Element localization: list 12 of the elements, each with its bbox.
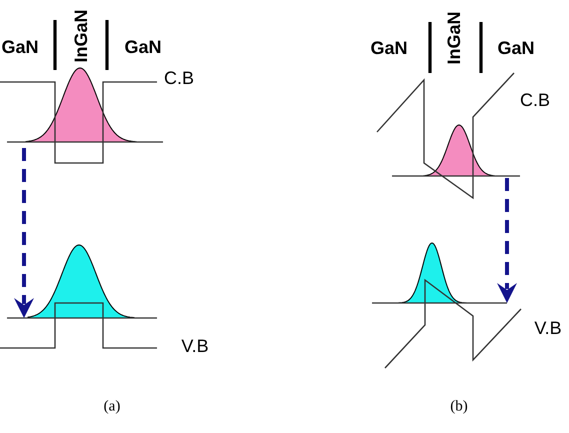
- layer-label: GaN: [370, 39, 408, 57]
- band-label: C.B: [164, 69, 194, 87]
- panel-label: (b): [450, 400, 468, 414]
- layer-label: GaN: [2, 38, 38, 56]
- layer-label: InGaN: [445, 12, 463, 64]
- band-label: C.B: [520, 91, 550, 109]
- band-label: V.B: [181, 337, 209, 355]
- panel-label: (a): [104, 400, 120, 414]
- layer-label: GaN: [124, 38, 162, 56]
- band-label: V.B: [534, 319, 562, 337]
- layer-label: GaN: [498, 39, 534, 57]
- layer-label: InGaN: [72, 10, 90, 62]
